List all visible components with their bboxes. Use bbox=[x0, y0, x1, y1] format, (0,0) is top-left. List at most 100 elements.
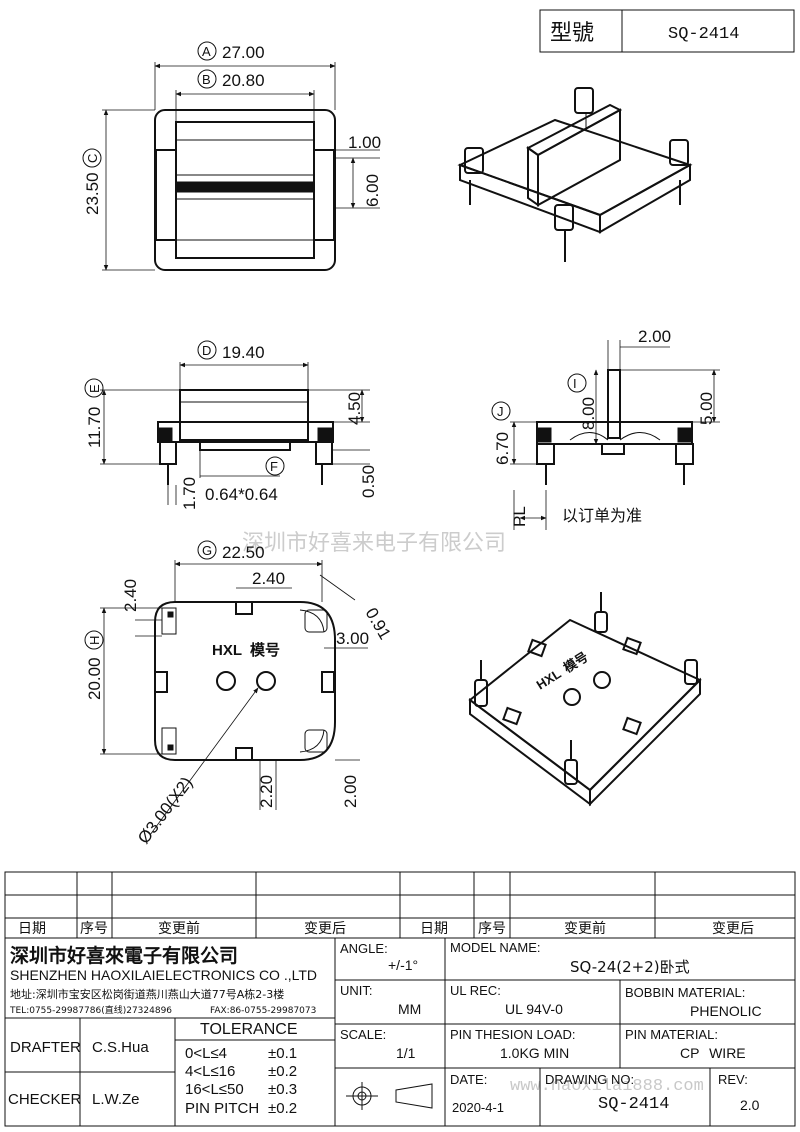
dim-j-tag: J bbox=[497, 404, 504, 419]
iso-bottom-view: HXL 模号 bbox=[468, 592, 702, 807]
front-view: D 19.40 11.70 E 4.50 0.50 1.70 F 0.64*0.… bbox=[84, 340, 378, 510]
dim-f-tag: F bbox=[270, 459, 278, 474]
company-tel: TEL:0755-29987786(直线)27324896 bbox=[9, 1004, 172, 1016]
dim-a-value: 27.00 bbox=[222, 43, 265, 62]
rev-header-after-1: 变更后 bbox=[304, 921, 346, 937]
rev-header-no-2: 序号 bbox=[478, 921, 506, 937]
tol-range-3: 16<L≤50 bbox=[185, 1081, 244, 1098]
top-view: A 27.00 B 20.80 23.50 C 1.00 6.00 bbox=[82, 41, 382, 271]
tol-range-1: 0<L≤4 bbox=[185, 1045, 227, 1062]
model-header: 型號 SQ-2414 bbox=[539, 9, 795, 53]
model-header-label: 型號 bbox=[550, 21, 594, 46]
tol-value-3: ±0.3 bbox=[268, 1081, 297, 1098]
dim-g-tag: G bbox=[202, 543, 212, 558]
bottom-mark-mold: 模号 bbox=[250, 641, 280, 659]
dim-side-500: 5.00 bbox=[697, 392, 716, 425]
tol-range-4: PIN PITCH bbox=[185, 1100, 259, 1117]
dim-g-value: 22.50 bbox=[222, 543, 265, 562]
company-en: SHENZHEN HAOXILAIELECTRONICS CO .,LTD bbox=[10, 967, 317, 983]
bottom-view: HXL 模号 G 22.50 20.00 H 2.40 2.40 0.91 3.… bbox=[84, 540, 395, 847]
rev-header-after-2: 变更后 bbox=[712, 921, 754, 937]
iso-mark-mold: 模号 bbox=[561, 649, 592, 676]
iso-top-view bbox=[457, 87, 693, 262]
model-name-label: MODEL NAME: bbox=[450, 940, 541, 955]
drawing-no-label: DRAWING NO: bbox=[545, 1072, 634, 1087]
drafter-value: C.S.Hua bbox=[92, 1039, 149, 1056]
dim-j-value: 6.70 bbox=[493, 432, 512, 465]
rev-header-no-1: 序号 bbox=[80, 921, 108, 937]
dim-bottom-220: 2.20 bbox=[257, 775, 276, 808]
scale-value: 1/1 bbox=[396, 1045, 416, 1061]
ul-rec-value: UL 94V-0 bbox=[505, 1001, 563, 1017]
dim-bottom-240a: 2.40 bbox=[121, 579, 140, 612]
side-view: 2.00 I 8.00 5.00 J 6.70 PL 以订单为准 bbox=[491, 327, 720, 530]
dim-side-200: 2.00 bbox=[638, 327, 671, 346]
revision-table: 日期 序号 变更前 变更后 日期 序号 变更前 变更后 bbox=[4, 871, 796, 939]
tol-value-1: ±0.1 bbox=[268, 1045, 297, 1062]
ul-rec-label: UL REC: bbox=[450, 983, 501, 998]
tol-value-4: ±0.2 bbox=[268, 1100, 297, 1117]
rev-header-date-1: 日期 bbox=[18, 921, 46, 937]
rev-header-before-1: 变更前 bbox=[158, 920, 200, 937]
dim-d-value: 19.40 bbox=[222, 343, 265, 362]
model-name-value: SQ-24(2+2)卧式 bbox=[570, 958, 690, 976]
rev-label: REV: bbox=[718, 1072, 748, 1087]
watermark-company: 深圳市好喜来电子有限公司 bbox=[242, 531, 506, 556]
drafter-label: DRAFTER bbox=[10, 1039, 81, 1056]
dim-f-value: 0.64*0.64 bbox=[205, 485, 278, 504]
dim-top-right-2: 6.00 bbox=[363, 174, 382, 207]
company-fax: FAX:86-0755-29987073 bbox=[210, 1006, 316, 1016]
unit-value: MM bbox=[398, 1001, 421, 1017]
pl-note: 以订单为准 bbox=[562, 506, 642, 525]
watermark-site: www.haoxilai888.com bbox=[510, 1077, 704, 1096]
load-value: 1.0KG MIN bbox=[500, 1045, 569, 1061]
dim-bottom-300: 3.00 bbox=[336, 629, 369, 648]
watermark: 深圳市好喜来电子有限公司 www.haoxilai888.com bbox=[242, 531, 704, 1096]
rev-header-date-2: 日期 bbox=[420, 921, 448, 937]
dim-h-value: 20.00 bbox=[85, 657, 104, 700]
dim-c-value: 23.50 bbox=[83, 172, 102, 215]
projection-symbol bbox=[346, 1082, 433, 1110]
company-address: 地址:深圳市宝安区松岗街道燕川燕山大道77号A栋2-3楼 bbox=[10, 987, 284, 1001]
dim-h-tag: H bbox=[87, 636, 102, 645]
dim-e-tag: E bbox=[87, 384, 102, 393]
checker-label: CHECKER bbox=[8, 1091, 82, 1108]
dim-bottom-200: 2.00 bbox=[341, 775, 360, 808]
pin-material-value: CP WIRE bbox=[680, 1045, 746, 1061]
date-value: 2020-4-1 bbox=[452, 1100, 504, 1115]
dim-170: 1.70 bbox=[180, 477, 199, 510]
dim-top-right-1: 1.00 bbox=[348, 133, 381, 152]
company-cn: 深圳市好喜來電子有限公司 bbox=[10, 944, 238, 967]
drawing-no-value: SQ-2414 bbox=[598, 1095, 669, 1114]
tolerance-title: TOLERANCE bbox=[200, 1021, 298, 1038]
dim-050: 0.50 bbox=[359, 465, 378, 498]
rev-value: 2.0 bbox=[740, 1097, 760, 1113]
dim-bottom-240b: 2.40 bbox=[252, 569, 285, 588]
pin-material-label: PIN MATERIAL: bbox=[625, 1027, 718, 1042]
angle-label: ANGLE: bbox=[340, 941, 388, 956]
unit-label: UNIT: bbox=[340, 983, 373, 998]
bottom-mark-brand: HXL bbox=[212, 642, 242, 659]
bobbin-value: PHENOLIC bbox=[690, 1003, 762, 1019]
dim-450: 4.50 bbox=[345, 392, 364, 425]
hole-label: Ø3.00(X2) bbox=[134, 773, 196, 847]
rev-header-before-2: 变更前 bbox=[564, 920, 606, 937]
date-label: DATE: bbox=[450, 1072, 487, 1087]
dim-i-tag: I bbox=[573, 376, 577, 391]
dim-d-tag: D bbox=[202, 343, 211, 358]
scale-label: SCALE: bbox=[340, 1027, 386, 1042]
dim-e-value: 11.70 bbox=[85, 407, 104, 448]
dim-i-value: 8.00 bbox=[579, 397, 598, 430]
pl-label: PL bbox=[510, 506, 529, 527]
iso-mark-brand: HXL bbox=[534, 666, 564, 693]
angle-value: +/-1° bbox=[388, 957, 418, 973]
dim-b-tag: B bbox=[202, 72, 211, 87]
title-block: 深圳市好喜來電子有限公司 SHENZHEN HAOXILAIELECTRONIC… bbox=[4, 937, 796, 1127]
dim-a-tag: A bbox=[202, 44, 211, 59]
tol-value-2: ±0.2 bbox=[268, 1063, 297, 1080]
load-label: PIN THESION LOAD: bbox=[450, 1027, 575, 1042]
dim-c-tag: C bbox=[85, 154, 100, 163]
checker-value: L.W.Ze bbox=[92, 1091, 140, 1108]
model-header-value: SQ-2414 bbox=[668, 25, 739, 44]
